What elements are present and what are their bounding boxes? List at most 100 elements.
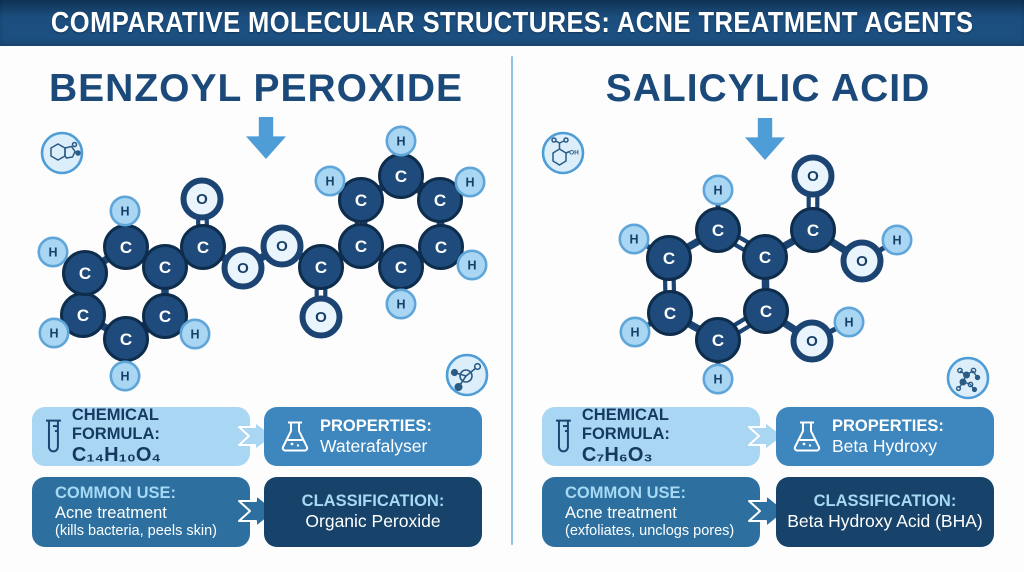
atom-label: H: [49, 327, 58, 341]
atom-C: [790, 207, 836, 253]
atom-O: [260, 224, 304, 268]
properties-label: PROPERTIES:: [832, 416, 944, 435]
atom-C: [142, 293, 188, 339]
test-tube-icon: [45, 419, 61, 452]
atom-H: [833, 306, 865, 338]
atom-label: C: [664, 304, 676, 323]
common-use-label: COMMON USE:: [565, 484, 686, 503]
atom-C: [180, 224, 226, 270]
atom-label: C: [159, 307, 171, 326]
panel-title-benzoyl-peroxide: BENZOYL PEROXIDE: [48, 67, 464, 110]
atom-label: H: [325, 175, 334, 189]
properties-box: PROPERTIES: Beta Hydroxy: [776, 407, 994, 466]
atom-label: C: [712, 221, 724, 240]
atom-O: [790, 319, 834, 363]
salicylic-skeletal-icon: OH: [541, 131, 585, 175]
classification-box: CLASSIFICATION: Beta Hydroxy Acid (BHA): [776, 477, 994, 547]
atom-H: [385, 288, 417, 320]
atom-label: H: [467, 259, 476, 273]
atom-C: [417, 177, 463, 223]
properties-box: PROPERTIES: Waterafalyser: [264, 407, 482, 466]
atom-H: [38, 317, 70, 349]
atom-O: [221, 246, 265, 290]
atom-C: [742, 234, 788, 280]
atom-label: C: [759, 248, 771, 267]
chemical-formula-value: C₇H₆O₃: [581, 444, 653, 467]
panel-divider: [511, 56, 513, 545]
atom-label: H: [713, 184, 722, 198]
erlenmeyer-flask-icon: [281, 421, 309, 452]
atom-C: [646, 235, 692, 281]
common-use-box: COMMON USE: Acne treatment (exfoliates, …: [542, 477, 760, 547]
atom-H: [881, 224, 913, 256]
atom-H: [37, 236, 69, 268]
atom-label: C: [77, 306, 89, 325]
chevron-right-arrow-icon: [238, 421, 275, 451]
classification-box: CLASSIFICATION: Organic Peroxide: [264, 477, 482, 547]
atom-label: O: [315, 309, 327, 326]
atom-H: [109, 360, 141, 392]
chevron-right-arrow-icon: [748, 494, 787, 528]
benzene-ring-structure-icon: [40, 131, 84, 175]
atom-H: [385, 125, 417, 157]
atom-C: [103, 316, 149, 362]
classification-label: CLASSIFICATION:: [813, 492, 957, 511]
chemical-formula-box: CHEMICAL FORMULA: C₁₄H₁₀O₄: [32, 405, 250, 467]
atom-C: [695, 207, 741, 253]
atom-label: C: [120, 330, 132, 349]
atom-label: C: [395, 258, 407, 277]
atom-C: [338, 223, 384, 269]
atom-C: [338, 177, 384, 223]
atom-O: [299, 295, 343, 339]
panel-title-salicylic-acid: SALICYLIC ACID: [605, 67, 931, 110]
atom-C: [695, 317, 741, 363]
chemical-formula-label: CHEMICAL FORMULA:: [71, 405, 160, 443]
atom-O: [180, 177, 224, 221]
atom-label: O: [856, 253, 868, 270]
atom-label: H: [630, 326, 639, 340]
atom-C: [298, 244, 344, 290]
atom-C: [62, 250, 108, 296]
atom-label: C: [435, 238, 447, 257]
atom-H: [618, 223, 650, 255]
atom-label: H: [190, 328, 199, 342]
chemical-formula-box: CHEMICAL FORMULA: C₇H₆O₃: [542, 405, 760, 467]
erlenmeyer-flask-icon: [793, 421, 821, 452]
oh-label: OH: [569, 150, 579, 157]
properties-value: Waterafalyser: [320, 435, 428, 456]
molecule-ball-stick-icon: [445, 353, 489, 397]
chemical-formula-label: CHEMICAL FORMULA:: [581, 405, 670, 443]
atom-H: [314, 165, 346, 197]
atom-label: O: [806, 333, 818, 350]
atom-label: C: [79, 264, 91, 283]
atom-label: O: [807, 168, 819, 185]
atom-C: [743, 288, 789, 334]
atom-label: C: [159, 258, 171, 277]
page-title: COMPARATIVE MOLECULAR STRUCTURES: ACNE T…: [50, 6, 974, 39]
atom-label: O: [276, 238, 288, 255]
atom-label: H: [48, 246, 57, 260]
atom-C: [142, 244, 188, 290]
header-banner: COMPARATIVE MOLECULAR STRUCTURES: ACNE T…: [0, 0, 1024, 46]
chevron-right-arrow-icon: [238, 494, 277, 528]
common-use-box: COMMON USE: Acne treatment (kills bacter…: [32, 477, 250, 547]
atom-label: C: [197, 238, 209, 257]
atom-label: C: [712, 331, 724, 350]
atom-label: H: [892, 234, 901, 248]
atom-C: [378, 244, 424, 290]
atom-label: H: [465, 176, 474, 190]
test-tube-icon: [555, 419, 571, 452]
common-use-line2: (kills bacteria, peels skin): [55, 522, 217, 539]
atom-label: H: [844, 316, 853, 330]
atom-H: [456, 249, 488, 281]
atom-C: [418, 224, 464, 270]
atom-O: [791, 154, 835, 198]
atom-label: H: [396, 135, 405, 149]
chemical-formula-value: C₁₄H₁₀O₄: [71, 444, 161, 467]
common-use-label: COMMON USE:: [55, 484, 176, 503]
chevron-right-arrow-icon: [748, 421, 785, 451]
atom-label: C: [395, 167, 407, 186]
